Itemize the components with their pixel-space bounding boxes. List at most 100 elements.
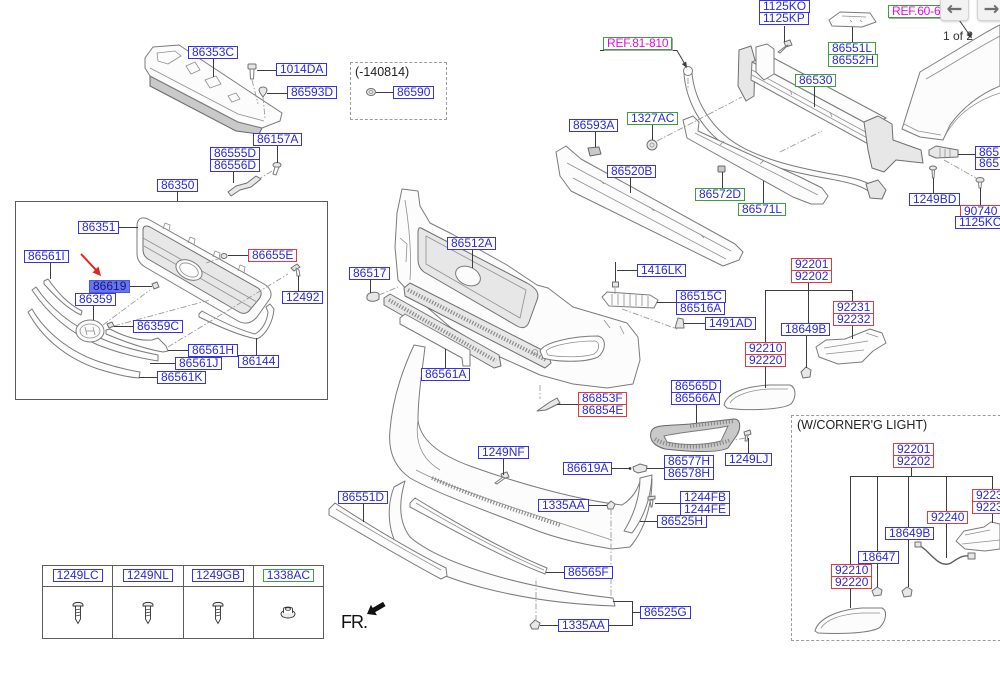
previous-page-button[interactable]: ← [940,0,969,21]
part-callout-1249gb[interactable]: 1249GB [192,569,245,583]
assembly-line [535,509,612,621]
part-callout-86619a[interactable]: 86619A [563,462,613,475]
part-callout-86561i[interactable]: 86561I [24,250,69,263]
bulb-18649b-part [800,366,812,379]
part-callout-86512a[interactable]: 86512A [447,237,497,250]
part-callout-86571l[interactable]: 86571L [738,203,787,216]
part-callout-1249nl[interactable]: 1249NL [122,569,173,583]
part-callout-86144[interactable]: 86144 [238,355,280,368]
part-callout-86561k[interactable]: 86561K [157,371,207,384]
part-callout-92202[interactable]: 92202 [791,270,833,283]
corner-part-callout-18649b[interactable]: 18649B [885,527,935,540]
tow-hook-cover-86517-part [366,291,380,302]
part-callout-1249lc[interactable]: 1249LC [52,569,103,583]
fog-lamp-92210-part [723,384,796,411]
fog-lamp-housing-92231-part [815,328,887,365]
part-callout-86593a[interactable]: 86593A [569,119,619,132]
part-callout-86517[interactable]: 86517 [349,267,391,280]
part-callout-865-lower[interactable]: 865 [975,157,1000,170]
beam-left-bracket [737,45,756,102]
fastener-icon-row [41,586,325,639]
part-callout-12492[interactable]: 12492 [282,291,324,304]
part-callout-1327ac[interactable]: 1327AC [627,112,679,125]
part-callout-86516a[interactable]: 86516A [676,302,726,315]
part-callout-18649b[interactable]: 18649B [781,323,831,336]
part-callout-1249bd[interactable]: 1249BD [909,193,961,206]
bracket-details [841,15,867,23]
part-callout-86525g[interactable]: 86525G [640,606,691,619]
part-callout-1249nf[interactable]: 1249NF [478,446,529,459]
part-callout-1335aa-upper[interactable]: 1335AA [538,499,589,512]
beam-right-bracket [863,115,924,173]
screw-shank [295,267,301,277]
part-callout-86655e[interactable]: 86655E [248,249,298,262]
clip-1491ad-part [674,317,685,329]
part-callout-1125kc[interactable]: 1125KC [955,216,1000,229]
part-callout-86551l[interactable]: 86551L [828,42,877,55]
arrow-right-icon: → [983,0,1000,20]
molding-86144-part [198,303,275,340]
emblem-letter [84,326,96,336]
grille-assembly-box [15,201,328,400]
part-callout-86556d[interactable]: 86556D [210,159,261,172]
part-callout-86578h[interactable]: 86578H [664,467,715,480]
lower-grille-frame-86551d-part [328,502,448,580]
next-page-button[interactable]: → [977,0,1000,21]
bolt-head [247,63,257,70]
corner-part-callout-92210[interactable]: 92210 [831,564,873,577]
part-callout-86552h[interactable]: 86552H [828,54,879,67]
grille-emblem [175,259,203,281]
harness-connector [914,541,922,548]
part-callout-1249lj[interactable]: 1249LJ [725,453,773,466]
part-callout-86590[interactable]: 86590 [393,86,435,99]
bumper-bolt-hole [532,349,538,355]
reference-arrowhead [966,32,972,39]
part-callout-86854e[interactable]: 86854E [578,404,628,417]
lower-grille-flange [399,313,471,367]
part-callout-86520b[interactable]: 86520B [607,165,657,178]
part-callout-92220[interactable]: 92220 [745,354,787,367]
fastener-header-cell: 1249LC [41,565,114,587]
reference-callout-81-810[interactable]: REF.81-810 [603,37,673,50]
part-callout-86561j[interactable]: 86561J [175,357,223,370]
part-callout-1338ac[interactable]: 1338AC [262,569,315,583]
part-callout-86561h[interactable]: 86561H [188,344,239,357]
part-callout-1335aa-lower[interactable]: 1335AA [558,619,609,632]
corner-part-callout-92220[interactable]: 92220 [831,576,873,589]
nut-icon-hole [285,607,292,611]
emblem-ring [79,323,101,339]
clip-center [368,90,374,94]
fastener-icon-cell [252,586,325,639]
variant-date-note: (-140814) [355,65,410,79]
part-callout-92232[interactable]: 92232 [833,313,875,326]
part-callout-86551d[interactable]: 86551D [338,491,389,504]
part-callout-1125kp[interactable]: 1125KP [759,12,809,25]
corner-part-callout-92202[interactable]: 92202 [893,455,935,468]
part-callout-86157a[interactable]: 86157A [253,133,303,146]
harness-connector [967,552,976,560]
part-callout-86619-selected[interactable]: 86619 [89,280,131,293]
screw-icon-shank [215,605,222,624]
screw-shank [744,434,749,442]
harness-wire [919,545,970,565]
part-callout-86351[interactable]: 86351 [78,221,120,234]
part-callout-86566a[interactable]: 86566A [671,392,721,405]
part-callout-86350[interactable]: 86350 [157,179,199,192]
corner-part-callout-18647[interactable]: 18647 [858,551,900,564]
part-callout-86359[interactable]: 86359 [75,293,117,306]
part-callout-86593d[interactable]: 86593D [287,86,338,99]
corner-part-callout-9223-lower[interactable]: 9223 [972,501,1000,514]
part-callout-1014da[interactable]: 1014DA [276,63,328,76]
fog-lamp-lens-line [729,388,788,404]
part-callout-86561a[interactable]: 86561A [421,368,471,381]
part-callout-86353c[interactable]: 86353C [188,46,239,59]
corner-part-callout-92240[interactable]: 92240 [927,511,969,524]
part-callout-86572d[interactable]: 86572D [695,188,746,201]
part-callout-1416lk[interactable]: 1416LK [637,264,687,277]
part-callout-86565f[interactable]: 86565F [564,566,613,579]
part-callout-86359c[interactable]: 86359C [133,320,184,333]
part-callout-86530[interactable]: 86530 [795,74,837,87]
fender-panel [901,24,1000,141]
part-callout-1491ad[interactable]: 1491AD [705,317,757,330]
part-callout-86525h[interactable]: 86525H [657,515,708,528]
